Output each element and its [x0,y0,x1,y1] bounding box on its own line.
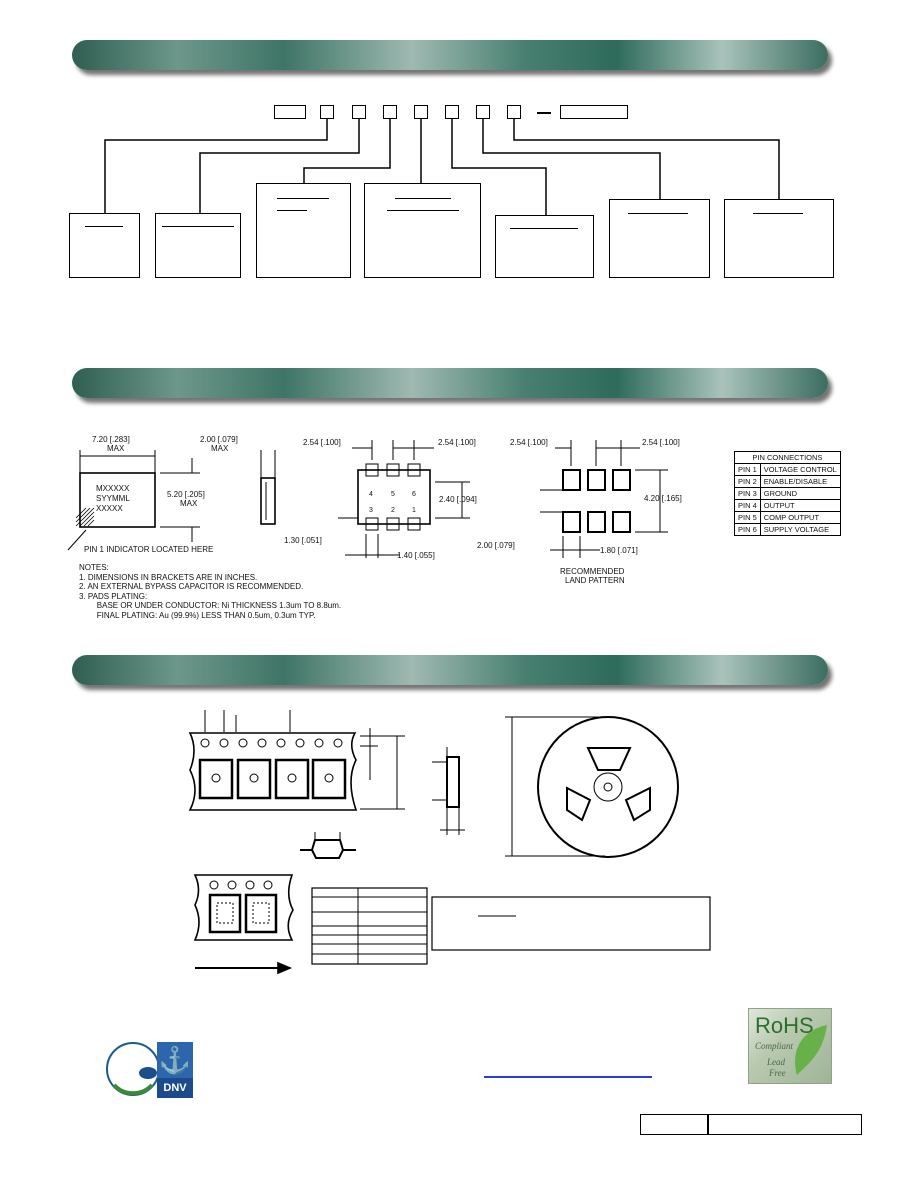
dim-land-span: 4.20 [.165] [644,494,682,503]
option-box-4 [364,183,481,278]
dim-land-pitch-left: 2.54 [.100] [510,438,548,447]
pin-number: PIN 2 [734,475,761,488]
dim-thickness-max: MAX [211,444,229,453]
dim-pad-height: 2.40 [.094] [439,495,477,504]
part-field-3 [383,105,397,119]
note-item: FINAL PLATING: Au (99.9%) LESS THAN 0.5u… [79,610,316,620]
dnv-logo: DNV [157,1078,193,1098]
option-box-2 [155,213,241,278]
notes-title: NOTES: [79,563,109,572]
marking-line-2: SYYMML [96,494,130,503]
part-field-4 [414,105,428,119]
rohs-free-text: Free [769,1068,786,1078]
option-box-3 [256,183,351,278]
package-top-view [79,472,156,528]
pin-number: PIN 4 [734,499,761,512]
dim-height-max: MAX [180,499,198,508]
pin-label: 6 [412,491,416,498]
dim-height: 5.20 [.205] [167,490,205,499]
part-field-6 [476,105,490,119]
package-bottom-view [357,469,431,525]
pin-description: OUTPUT [759,499,841,512]
website-link[interactable] [484,1076,652,1078]
pin-number: PIN 5 [734,511,761,524]
dim-width: 7.20 [.283] [92,435,130,444]
option-box-5 [495,215,594,278]
package-side-view [260,477,276,525]
dim-width-max: MAX [107,444,125,453]
dim-pad-width: 1.40 [.055] [397,551,435,560]
pin-table-header: PIN CONNECTIONS [734,451,841,464]
notes-block: NOTES: 1. DIMENSIONS IN BRACKETS ARE IN … [79,563,341,620]
pin-description: SUPPLY VOLTAGE [759,523,841,536]
part-field-prefix [274,105,306,119]
pin-description: VOLTAGE CONTROL [759,463,841,476]
pin-number: PIN 1 [734,463,761,476]
anchor-icon: ⚓ [157,1042,193,1078]
pin-label: 5 [391,491,395,498]
section-banner-packaging [72,655,828,685]
pin-label: 1 [412,507,416,514]
land-pattern-title-2: LAND PATTERN [565,576,625,585]
land-pattern-title-1: RECOMMENDED [560,567,625,576]
part-dash [537,112,551,114]
leaf-icon [795,1025,827,1075]
dim-pad-length: 1.30 [.051] [284,536,322,545]
dim-thickness: 2.00 [.079] [200,435,238,444]
pin-description: GROUND [759,487,841,500]
note-item: BASE OR UNDER CONDUCTOR: Ni THICKNESS 1.… [79,601,342,610]
part-field-1 [320,105,334,119]
marking-line-3: XXXXX [96,504,123,513]
option-box-7 [724,199,834,278]
iso-certification-seal [106,1042,160,1096]
dim-pitch-left: 2.54 [.100] [303,438,341,447]
pin-label: 4 [369,491,373,498]
part-field-2 [352,105,366,119]
note-item: 3. PADS PLATING: [79,591,148,601]
pin-label: 2 [391,507,395,514]
rohs-compliant-text: Compliant [755,1041,794,1051]
dim-land-gap: 2.00 [.079] [477,541,515,550]
note-item: 2. AN EXTERNAL BYPASS CAPACITOR IS RECOM… [79,582,304,591]
mechanical-drawing [67,440,668,558]
note-item: 1. DIMENSIONS IN BRACKETS ARE IN INCHES. [79,572,258,582]
part-field-5 [445,105,459,119]
pin-label: 3 [369,507,373,514]
pin1-note: PIN 1 INDICATOR LOCATED HERE [84,545,214,554]
section-banner-dimensions [72,368,828,398]
packaging-drawing [188,710,711,975]
dim-pitch-right: 2.54 [.100] [438,438,476,447]
part-field-7 [507,105,521,119]
pin-description: ENABLE/DISABLE [759,475,841,488]
dim-land-pad: 1.80 [.071] [600,546,638,555]
option-box-1 [69,213,140,278]
revision-box [640,1114,862,1135]
pin-description: COMP OUTPUT [759,511,841,524]
marking-line-1: MXXXXX [96,484,130,493]
carrier-tape [188,732,358,811]
part-field-suffix [560,105,628,119]
pin-number: PIN 3 [734,487,761,500]
rohs-compliant-badge: RoHS Compliant Lead Free [748,1008,832,1084]
option-box-6 [609,199,710,278]
pin1-indicator [75,507,95,527]
rohs-title: RoHS [755,1013,814,1038]
pin-number: PIN 6 [734,523,761,536]
rohs-lead-text: Lead [767,1057,785,1067]
section-banner-ordering [72,40,828,70]
part-connector-lines [104,119,780,215]
dim-land-pitch-right: 2.54 [.100] [642,438,680,447]
